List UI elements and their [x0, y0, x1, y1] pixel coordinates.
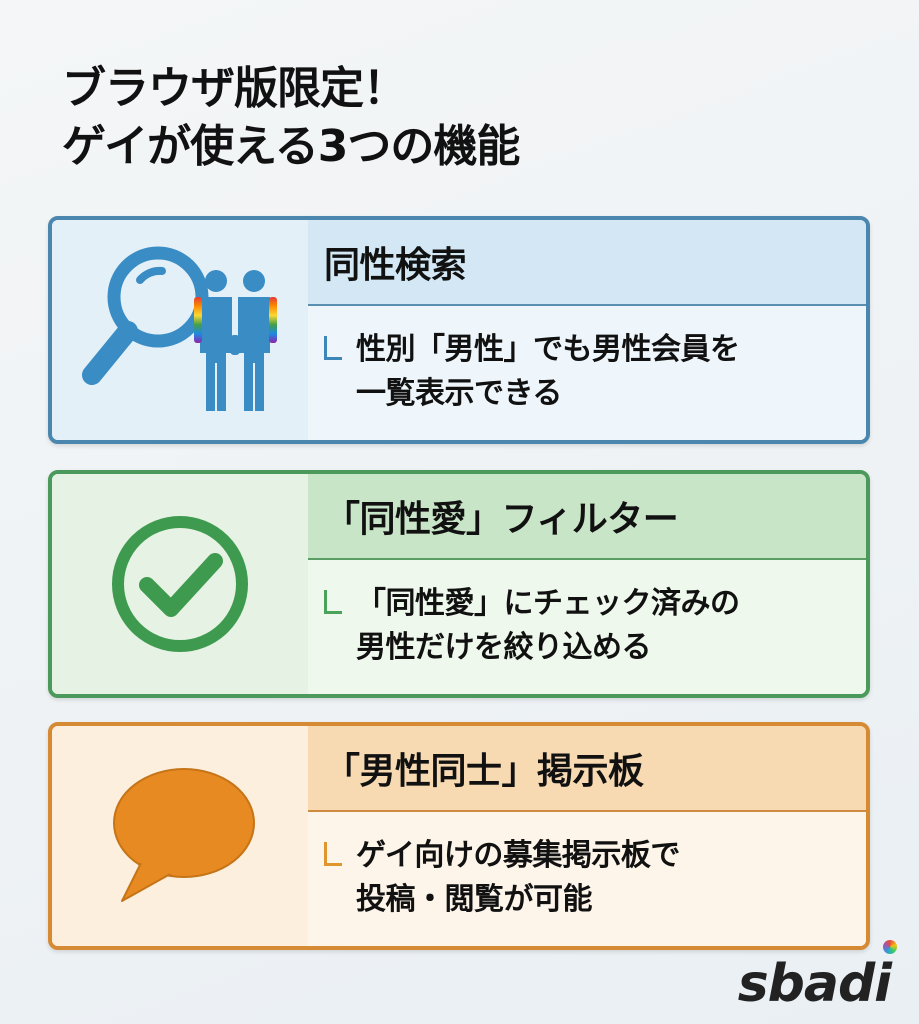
feature-description: 性別「男性」でも男性会員を 一覧表示できる — [356, 332, 740, 411]
brand-logo: sbadi — [737, 954, 892, 1014]
corner-bracket-icon — [324, 336, 342, 360]
speech-bubble-icon — [52, 726, 308, 946]
corner-bracket-icon — [324, 842, 342, 866]
feature-card-homosexual-filter: 「同性愛」フィルター 「同性愛」にチェック済みの 男性だけを絞り込める — [48, 470, 870, 698]
rainbow-dot-icon — [883, 940, 897, 954]
feature-description: ゲイ向けの募集掲示板で 投稿・閲覧が可能 — [356, 838, 680, 917]
title-line-2: ゲイが使える3つの機能 — [62, 121, 520, 172]
page-title: ブラウザ版限定！ ゲイが使える3つの機能 — [62, 60, 520, 176]
feature-heading: 「男性同士」掲示板 — [308, 726, 866, 812]
feature-description: 「同性愛」にチェック済みの 男性だけを絞り込める — [356, 586, 740, 665]
check-circle-icon — [52, 474, 308, 694]
feature-card-bulletin-board: 「男性同士」掲示板 ゲイ向けの募集掲示板で 投稿・閲覧が可能 — [48, 722, 870, 950]
magnifier-with-couple-icon — [52, 220, 308, 440]
feature-card-same-sex-search: 同性検索 性別「男性」でも男性会員を 一覧表示できる — [48, 216, 870, 444]
feature-heading: 「同性愛」フィルター — [308, 474, 866, 560]
corner-bracket-icon — [324, 590, 342, 614]
title-line-1: ブラウザ版限定！ — [62, 63, 407, 114]
feature-heading: 同性検索 — [308, 220, 866, 306]
